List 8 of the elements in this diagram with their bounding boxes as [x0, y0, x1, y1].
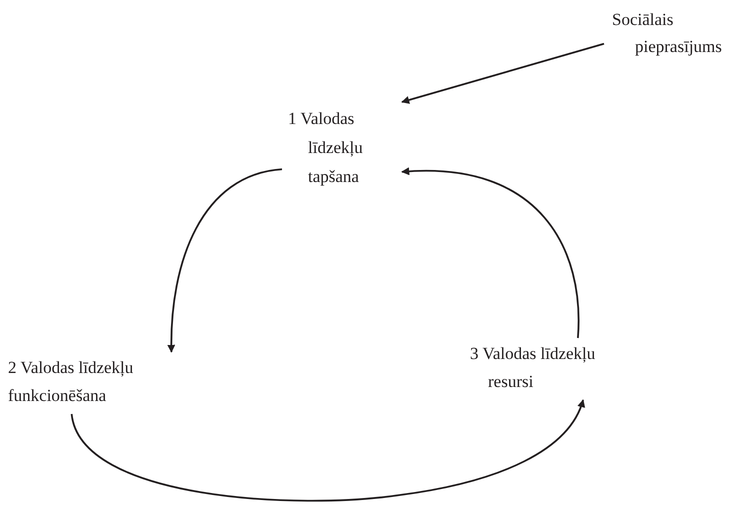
curved-arrow: [401, 42, 604, 104]
node-label: Sociālais pieprasījums: [612, 9, 723, 58]
curved-arrow: [401, 168, 580, 338]
node-label: 2 Valodas līdzekļu funkcionēšana: [8, 357, 134, 407]
curved-arrow: [167, 168, 282, 353]
node-label: 3 Valodas līdzekļu resursi: [470, 343, 596, 393]
node-label: 1 Valodas līdzekļu tapšana: [288, 108, 364, 188]
curved-arrow: [70, 399, 584, 502]
